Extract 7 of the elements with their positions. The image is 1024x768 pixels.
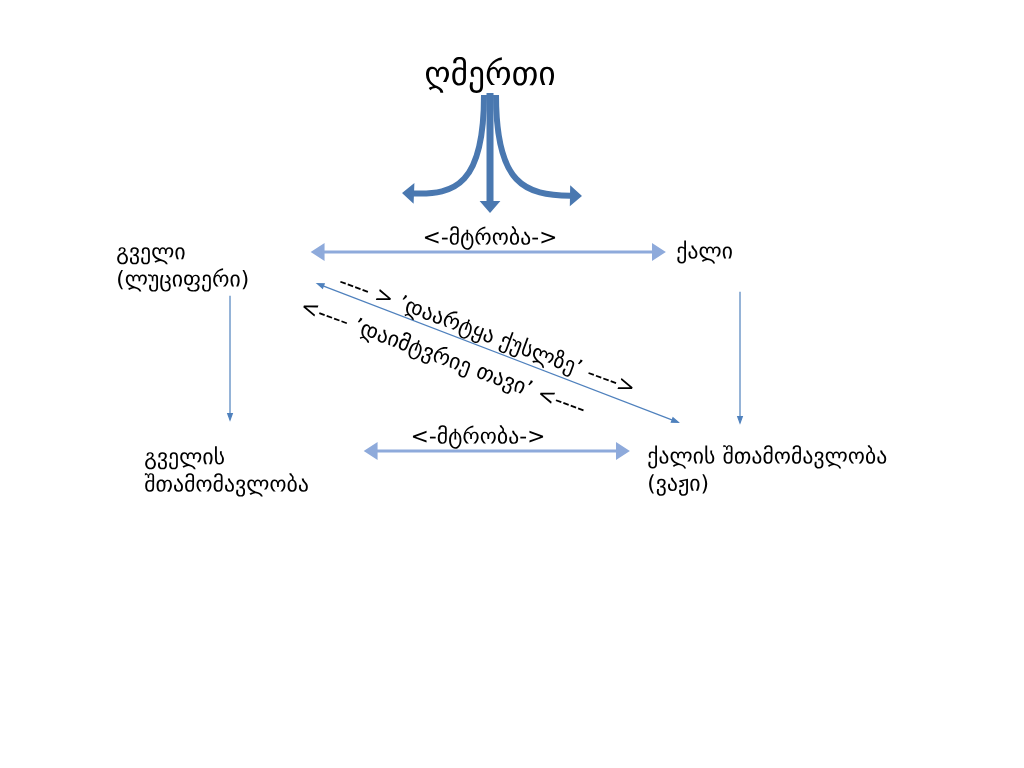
edge-label: <-მტრობა-> (412, 425, 544, 449)
node-label: გველის შთამომავლობა (144, 446, 308, 497)
node-label: ქალი (677, 240, 732, 264)
edge-label: <-მტრობა-> (424, 226, 556, 250)
node-label: ღმერთი (426, 57, 555, 93)
node-label: ქალის შთამომავლობა (ვაჟი) (648, 445, 887, 496)
node-label: გველი (ლუციფერი) (117, 247, 248, 292)
